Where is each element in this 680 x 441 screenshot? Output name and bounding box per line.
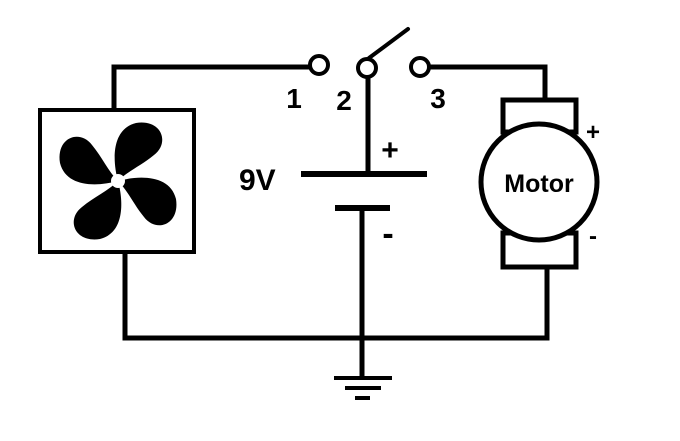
motor-positive-sign: + (586, 119, 600, 146)
wire-terminal-3-to-motor (427, 64, 548, 103)
spdt-switch: 1 2 3 (286, 27, 446, 116)
motor-component: Motor + - (478, 97, 600, 270)
battery-positive-sign: + (381, 134, 399, 167)
wire-bottom-return (122, 249, 550, 341)
switch-terminal-1-label: 1 (286, 83, 302, 114)
battery-negative-sign: - (382, 215, 393, 253)
wires (111, 64, 550, 379)
fan-icon (59, 122, 177, 240)
motor-brush-bottom (500, 230, 579, 270)
ground-icon (334, 376, 392, 400)
switch-terminal-2 (356, 57, 378, 79)
fan-component (38, 108, 196, 254)
motor-label: Motor (504, 170, 574, 198)
switch-terminal-3 (409, 56, 431, 78)
switch-lever (367, 27, 410, 60)
wire-fan-to-terminal-1 (111, 64, 312, 115)
battery: 9V + - (239, 134, 427, 253)
battery-voltage-label: 9V (239, 164, 276, 197)
motor-negative-sign: - (589, 223, 597, 250)
fan-hub (111, 174, 125, 188)
switch-terminal-1 (308, 54, 330, 76)
switch-terminal-2-label: 2 (336, 85, 352, 116)
switch-terminal-3-label: 3 (430, 83, 446, 114)
motor-body (478, 121, 600, 243)
